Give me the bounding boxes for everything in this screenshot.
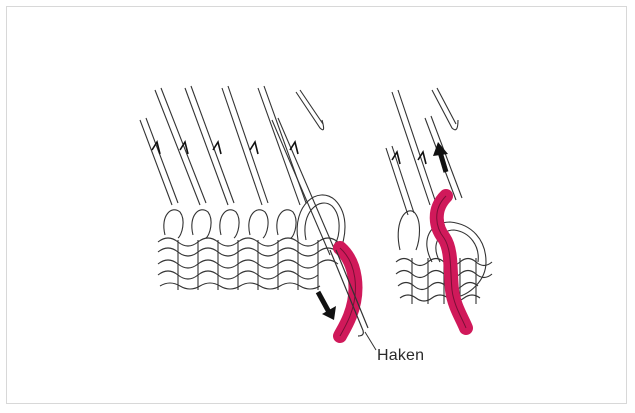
needle-hook-icon bbox=[296, 90, 324, 130]
yarn-strand-right bbox=[437, 196, 466, 328]
needle-3 bbox=[185, 86, 234, 205]
hook-label: Haken bbox=[377, 347, 424, 365]
arrow-icon bbox=[318, 292, 336, 320]
needle-latches bbox=[152, 142, 298, 154]
needle-5 bbox=[258, 86, 306, 205]
needle-right-1 bbox=[386, 146, 414, 215]
left-needle-group bbox=[140, 86, 345, 290]
needle-4 bbox=[222, 86, 268, 205]
needle-1 bbox=[140, 118, 178, 205]
knitted-fabric-left bbox=[158, 238, 338, 290]
needle-hook-right-icon bbox=[432, 88, 458, 130]
needle-6 bbox=[272, 118, 336, 255]
